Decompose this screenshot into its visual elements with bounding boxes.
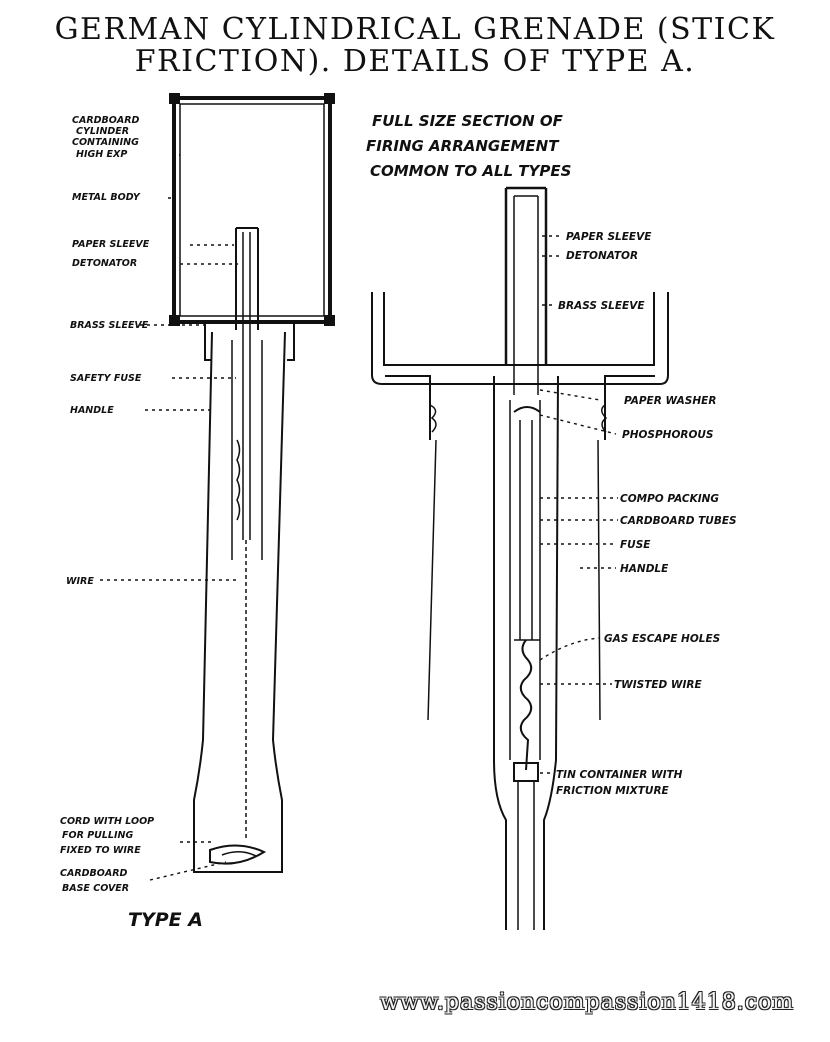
label-paper-sleeve: PAPER SLEEVE: [72, 239, 150, 250]
right-heading-line-2: FIRING ARRANGEMENT: [366, 137, 560, 155]
label-cylinder: CYLINDER: [76, 126, 129, 137]
label-compo-packing: COMPO PACKING: [620, 493, 719, 505]
label-safety-fuse: SAFETY FUSE: [70, 373, 142, 384]
watermark: www.passioncompassion1418.com: [380, 990, 795, 1015]
label-detonator: DETONATOR: [72, 258, 137, 269]
label-cord-loop: CORD WITH LOOP: [60, 816, 154, 827]
right-heading-line-1: FULL SIZE SECTION OF: [372, 112, 564, 130]
right-heading-line-3: COMMON TO ALL TYPES: [370, 162, 571, 180]
label-paper-washer: PAPER WASHER: [624, 395, 716, 407]
caption-type-a: TYPE A: [128, 909, 203, 931]
label-metal-body: METAL BODY: [72, 192, 141, 203]
label-brass-sleeve-right: BRASS SLEEVE: [558, 300, 645, 312]
label-paper-sleeve-right: PAPER SLEEVE: [566, 231, 652, 243]
left-brass-sleeve: [198, 320, 300, 361]
label-cardboard: CARDBOARD: [72, 115, 140, 126]
label-high-exp: HIGH EXP: [76, 149, 127, 160]
label-handle-right: HANDLE: [620, 563, 669, 575]
label-brass-sleeve: BRASS SLEEVE: [70, 320, 149, 331]
label-cardboard-tubes: CARDBOARD TUBES: [620, 515, 737, 527]
label-wire: WIRE: [66, 576, 94, 587]
label-cardboard-2: CARDBOARD: [60, 868, 128, 879]
leader-lines: [100, 154, 618, 881]
cylinder-body: [169, 93, 335, 326]
right-central-tube: [493, 186, 559, 930]
left-detonator-tube: [235, 227, 259, 540]
left-handle: [193, 331, 286, 873]
label-handle: HANDLE: [70, 405, 114, 416]
label-friction-mixture: FRICTION MIXTURE: [556, 785, 670, 797]
label-gas-escape-holes: GAS ESCAPE HOLES: [604, 633, 720, 645]
label-containing: CONTAINING: [72, 137, 139, 148]
label-phosphorous: PHOSPHOROUS: [622, 429, 713, 441]
label-tin-container: TIN CONTAINER WITH: [556, 769, 683, 781]
title-line-1: GERMAN CYLINDRICAL GRENADE (STICK: [54, 12, 776, 47]
label-for-pulling: FOR PULLING: [62, 830, 133, 841]
label-detonator-right: DETONATOR: [566, 250, 638, 262]
label-fixed-wire: FIXED TO WIRE: [60, 845, 141, 856]
label-twisted-wire: TWISTED WIRE: [614, 679, 702, 691]
right-container: [371, 292, 669, 721]
title-line-2: FRICTION). DETAILS OF TYPE A.: [134, 44, 696, 79]
label-fuse: FUSE: [620, 539, 651, 551]
label-base-cover: BASE COVER: [62, 883, 129, 894]
